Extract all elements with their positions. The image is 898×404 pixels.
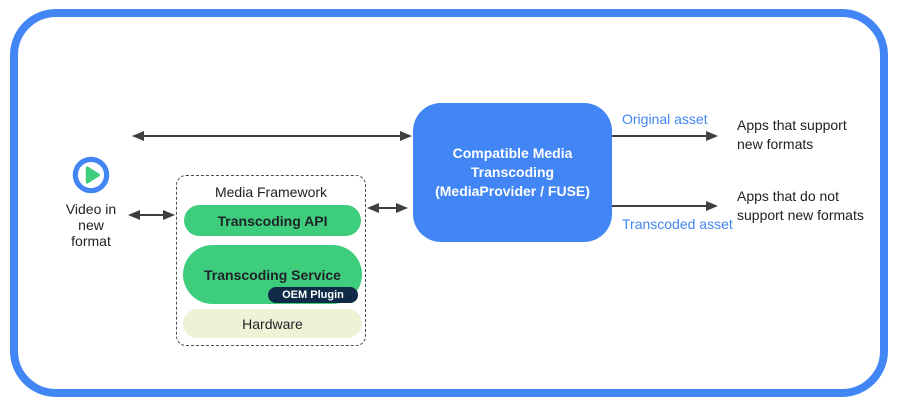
video-source-label: Video in new format [53,201,129,249]
apps-support-line2: new formats [737,136,814,152]
hardware-pill: Hardware [183,309,362,338]
arrowhead-right [400,131,412,141]
arrow-video-to-transcoder [132,128,412,144]
arrow-shaft [134,135,410,137]
apps-support-label: Apps that support new formats [737,116,847,154]
oem-plugin-label: OEM Plugin [282,289,344,301]
video-source-label-line3: format [71,233,111,249]
arrow-shaft [612,205,716,207]
video-play-icon [72,156,110,194]
transcoding-service-label: Transcoding Service [204,266,341,283]
arrow-shaft [369,207,406,209]
oem-plugin-pill: OEM Plugin [268,287,358,303]
original-asset-label: Original asset [622,111,708,127]
apps-not-support-line2: support new formats [737,207,864,223]
compatible-media-transcoding-box: Compatible Media Transcoding (MediaProvi… [413,103,612,242]
arrowhead-right [396,203,408,213]
video-source-label-line2: new [78,217,104,233]
media-framework-box: Media Framework Transcoding API Transcod… [176,175,366,346]
hardware-label: Hardware [242,315,303,332]
diagram-border-frame [10,9,888,397]
arrowhead-right [163,210,175,220]
arrow-original-asset [612,128,718,144]
transcoder-label-line3: (MediaProvider / FUSE) [435,183,590,199]
arrowhead-right [706,201,718,211]
transcoded-asset-label: Transcoded asset [622,216,733,232]
apps-not-support-line1: Apps that do not [737,188,839,204]
arrow-framework-to-transcoder [367,200,408,216]
transcoding-api-label: Transcoding API [217,212,328,229]
media-framework-title: Media Framework [214,184,328,200]
transcoder-label-line1: Compatible Media [452,145,573,161]
transcoding-api-pill: Transcoding API [184,205,361,236]
video-source-label-line1: Video in [65,201,117,217]
apps-not-support-label: Apps that do not support new formats [737,187,864,225]
apps-support-line1: Apps that support [737,117,847,133]
arrow-transcoded-asset [612,198,718,214]
arrow-shaft [612,135,716,137]
arrowhead-right [706,131,718,141]
transcoding-service-pill: Transcoding Service OEM Plugin [183,245,362,304]
transcoder-label-line2: Transcoding [470,164,555,180]
play-icon-graphic [72,156,110,194]
arrow-shaft [130,214,173,216]
arrow-video-to-framework [128,207,175,223]
